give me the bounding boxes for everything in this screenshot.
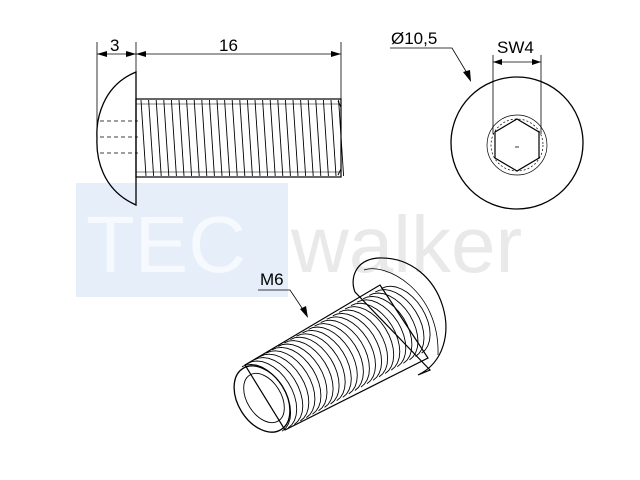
iso-thread-line <box>272 346 322 415</box>
thread-line <box>254 99 261 177</box>
iso-thread-line <box>338 309 389 378</box>
thread-line <box>201 99 208 177</box>
iso-thread-line <box>375 289 425 357</box>
thread-line <box>239 99 246 177</box>
diameter-leader-arrow <box>463 70 471 82</box>
thread-leader <box>258 289 307 315</box>
thread-line <box>269 99 276 177</box>
hex-socket <box>494 118 540 172</box>
dim-thread-size: M6 <box>260 270 284 289</box>
socket-hidden-lines <box>100 120 138 154</box>
iso-head-edge <box>363 268 439 356</box>
iso-thread-line <box>369 292 419 361</box>
iso-head <box>352 257 447 376</box>
iso-thread-line <box>278 343 328 412</box>
watermark-box <box>76 183 288 297</box>
iso-shaft <box>244 284 429 431</box>
bolt-side-view <box>96 71 345 206</box>
socket-circle-inner <box>490 118 544 172</box>
thread-line <box>292 99 299 177</box>
socket-circle-outer <box>486 114 548 176</box>
head-circle <box>450 76 584 210</box>
bolt-isometric-view <box>233 257 447 433</box>
iso-thread-line <box>265 350 316 418</box>
thread-line <box>315 99 322 177</box>
iso-shaft-end-inner <box>243 372 285 424</box>
watermark-text-tec: TEC <box>86 200 246 289</box>
thread-line <box>224 99 231 177</box>
side-dimensions <box>96 42 342 130</box>
watermark-text-walker: walker <box>290 200 522 289</box>
thread-line <box>300 99 307 177</box>
thread-line <box>186 99 193 177</box>
thread-line <box>216 99 223 177</box>
bolt-end-view <box>450 76 584 210</box>
thread-line <box>193 99 200 177</box>
iso-thread-line <box>332 312 383 381</box>
iso-thread-line <box>344 306 395 374</box>
thread-line <box>208 99 215 177</box>
iso-thread-line <box>253 357 304 425</box>
iso-thread-line <box>284 340 334 408</box>
iso-thread-lines <box>241 285 431 432</box>
shaft-end-chamfer <box>337 100 342 176</box>
thread-line <box>277 99 284 177</box>
wrench-dimension <box>492 55 542 134</box>
thread-line <box>148 99 155 177</box>
bolt-head <box>96 71 137 206</box>
dim-head-diameter: Ø10,5 <box>391 29 437 48</box>
thread-line <box>330 99 337 177</box>
iso-thread-line <box>350 302 401 371</box>
thread-line <box>246 99 253 177</box>
dim-shaft-length: 16 <box>219 36 238 55</box>
thread-line <box>284 99 291 177</box>
side-dimension-arrows <box>97 51 341 57</box>
thread-line <box>140 99 147 177</box>
iso-thread-line <box>247 360 298 429</box>
iso-thread-line <box>314 323 364 391</box>
iso-shaft-end <box>233 365 291 433</box>
iso-thread-line <box>308 326 358 395</box>
iso-thread-line <box>381 285 431 354</box>
iso-thread-line <box>326 316 376 385</box>
thread-line <box>163 99 170 177</box>
iso-thread-line <box>296 333 346 402</box>
dim-head-length: 3 <box>110 36 119 55</box>
iso-thread-line <box>259 353 310 422</box>
iso-thread-line <box>362 295 413 364</box>
diameter-leader <box>390 47 471 79</box>
side-thread-lines <box>136 99 345 177</box>
iso-thread-line <box>320 319 370 388</box>
thread-leader-arrow <box>300 306 308 318</box>
wrench-dimension-arrows <box>493 59 541 65</box>
thread-line <box>155 99 162 177</box>
thread-line <box>231 99 238 177</box>
thread-line <box>262 99 269 177</box>
watermark: TEC walker <box>76 183 522 297</box>
thread-line <box>307 99 314 177</box>
dim-wrench-size: SW4 <box>497 38 534 57</box>
iso-thread-line <box>302 329 352 398</box>
iso-thread-line <box>290 336 340 405</box>
thread-line <box>322 99 329 177</box>
iso-thread-line <box>356 299 407 368</box>
thread-line <box>170 99 177 177</box>
thread-line <box>178 99 185 177</box>
